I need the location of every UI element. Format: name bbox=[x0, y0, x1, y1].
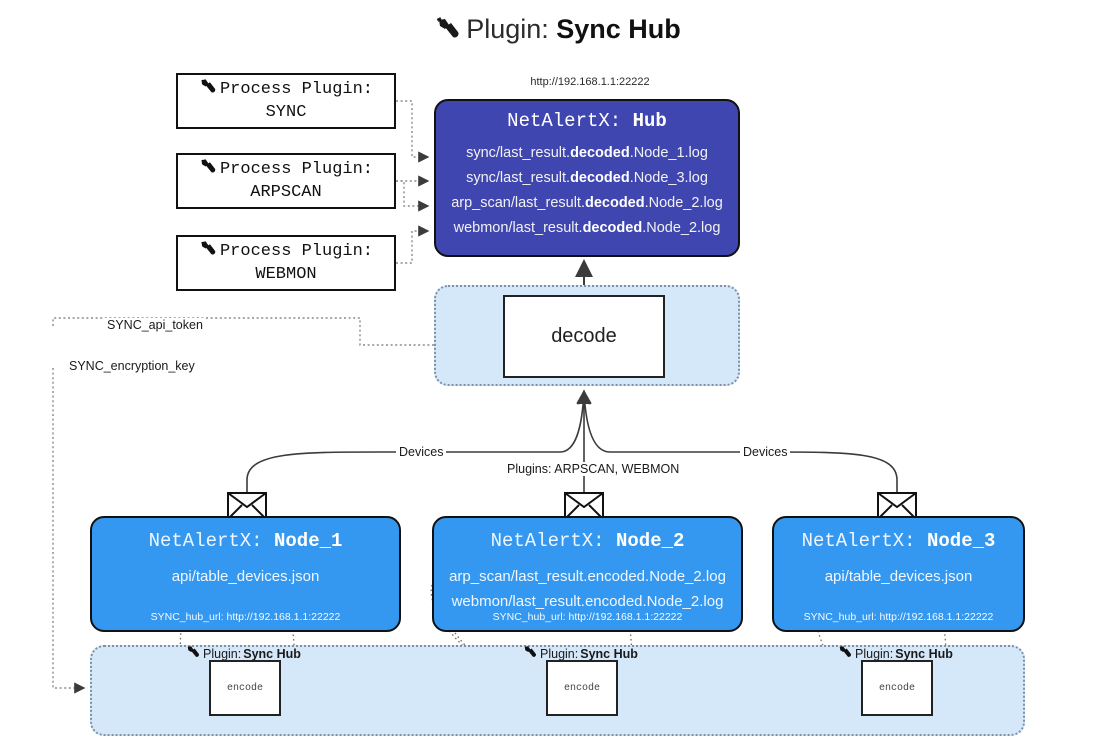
encoder-plugin-name: Sync Hub bbox=[895, 646, 953, 661]
plug-icon bbox=[186, 645, 201, 662]
hub-log-line: sync/last_result.decoded.Node_3.log bbox=[466, 166, 708, 191]
node-box-3[interactable]: NetAlertX: Node_3 api/table_devices.json… bbox=[772, 516, 1025, 632]
hub-log-line: webmon/last_result.decoded.Node_2.log bbox=[454, 216, 721, 241]
encode-box-2[interactable]: encode bbox=[546, 660, 618, 716]
title-prefix: Plugin: bbox=[466, 14, 549, 44]
encoder-plugin-label-2: Plugin: Sync Hub bbox=[523, 645, 638, 662]
node-header-prefix: NetAlertX: bbox=[490, 530, 605, 552]
encode-box-3[interactable]: encode bbox=[861, 660, 933, 716]
hub-header-prefix: NetAlertX: bbox=[507, 110, 622, 132]
node-header-prefix: NetAlertX: bbox=[148, 530, 263, 552]
hub-url-label: http://192.168.1.1:22222 bbox=[530, 76, 650, 88]
encoder-plugin-name: Sync Hub bbox=[580, 646, 638, 661]
node-box-1[interactable]: NetAlertX: Node_1 api/table_devices.json… bbox=[90, 516, 401, 632]
plug-icon bbox=[199, 78, 218, 103]
hub-log-line: sync/last_result.decoded.Node_1.log bbox=[466, 141, 708, 166]
page-title: Plugin: Sync Hub bbox=[0, 14, 1117, 48]
envelope-icon bbox=[564, 492, 604, 520]
plug-icon bbox=[199, 240, 218, 265]
node-header-name: Node_1 bbox=[274, 530, 343, 552]
decode-box[interactable]: decode bbox=[503, 295, 665, 378]
log-bold: decoded bbox=[582, 219, 643, 236]
sync-api-token-label: SYNC_api_token bbox=[104, 318, 206, 332]
encoder-plugin-prefix: Plugin: bbox=[203, 646, 242, 661]
envelope-icon bbox=[227, 492, 267, 520]
node-footer: SYNC_hub_url: http://192.168.1.1:22222 bbox=[492, 611, 683, 623]
node-header-prefix: NetAlertX: bbox=[801, 530, 916, 552]
process-plugin-name: SYNC bbox=[265, 103, 307, 122]
encode-box-1[interactable]: encode bbox=[209, 660, 281, 716]
log-post: .Node_2.log bbox=[644, 194, 723, 211]
node-header: NetAlertX: Node_3 bbox=[802, 530, 996, 552]
hub-header-name: Hub bbox=[632, 110, 667, 132]
node-line: arp_scan/last_result.encoded.Node_2.log bbox=[449, 568, 726, 585]
log-bold: decoded bbox=[570, 145, 630, 161]
log-post: .Node_1.log bbox=[629, 145, 708, 161]
plug-icon bbox=[199, 158, 218, 183]
node-box-2[interactable]: NetAlertX: Node_2 arp_scan/last_result.e… bbox=[432, 516, 743, 632]
encoder-plugin-name: Sync Hub bbox=[243, 646, 301, 661]
envelope-icon bbox=[877, 492, 917, 520]
node-footer: SYNC_hub_url: http://192.168.1.1:22222 bbox=[803, 611, 994, 623]
encoder-plugin-label-3: Plugin: Sync Hub bbox=[838, 645, 953, 662]
devices-label-left: Devices bbox=[396, 445, 447, 459]
devices-label-right: Devices bbox=[740, 445, 791, 459]
process-plugin-title: Process Plugin: bbox=[219, 80, 374, 100]
encoder-plugin-label-1: Plugin: Sync Hub bbox=[186, 645, 301, 662]
sync-encryption-key-label: SYNC_encryption_key bbox=[66, 359, 198, 373]
node-line: api/table_devices.json bbox=[824, 568, 973, 585]
node-line: api/table_devices.json bbox=[171, 568, 320, 585]
log-bold: decoded bbox=[584, 194, 645, 211]
log-pre: sync/last_result. bbox=[466, 145, 571, 161]
process-plugin-name: WEBMON bbox=[255, 265, 317, 284]
node-header-name: Node_3 bbox=[927, 530, 996, 552]
node-line: webmon/last_result.encoded.Node_2.log bbox=[451, 592, 724, 610]
log-post: .Node_3.log bbox=[629, 169, 708, 186]
log-pre: webmon/last_result. bbox=[453, 219, 583, 236]
process-plugin-title: Process Plugin: bbox=[219, 160, 374, 180]
plugins-label: Plugins: ARPSCAN, WEBMON bbox=[504, 462, 683, 476]
hub-header: NetAlertX: Hub bbox=[507, 110, 667, 132]
process-plugin-webmon[interactable]: Process Plugin: WEBMON bbox=[176, 235, 396, 291]
log-pre: sync/last_result. bbox=[466, 169, 571, 186]
process-plugin-title: Process Plugin: bbox=[219, 242, 374, 262]
process-plugin-sync[interactable]: Process Plugin: SYNC bbox=[176, 73, 396, 129]
node-footer: SYNC_hub_url: http://192.168.1.1:22222 bbox=[150, 611, 341, 623]
node-header: NetAlertX: Node_1 bbox=[149, 530, 343, 552]
process-plugin-name: ARPSCAN bbox=[250, 183, 322, 202]
plug-icon bbox=[523, 645, 538, 662]
node-header-name: Node_2 bbox=[616, 530, 685, 552]
encoder-plugin-prefix: Plugin: bbox=[855, 646, 894, 661]
log-bold: decoded bbox=[570, 169, 630, 186]
title-name: Sync Hub bbox=[556, 14, 681, 44]
process-plugin-arpscan[interactable]: Process Plugin: ARPSCAN bbox=[176, 153, 396, 209]
hub-log-line: arp_scan/last_result.decoded.Node_2.log bbox=[451, 191, 723, 216]
plug-icon bbox=[838, 645, 853, 662]
node-lines: arp_scan/last_result.encoded.Node_2.log … bbox=[449, 565, 726, 615]
encoder-plugin-prefix: Plugin: bbox=[540, 646, 579, 661]
log-pre: arp_scan/last_result. bbox=[451, 194, 585, 211]
node-header: NetAlertX: Node_2 bbox=[491, 530, 685, 552]
log-post: .Node_2.log bbox=[642, 219, 721, 236]
hub-box[interactable]: NetAlertX: Hub sync/last_result.decoded.… bbox=[434, 99, 740, 257]
plug-icon bbox=[436, 17, 462, 48]
